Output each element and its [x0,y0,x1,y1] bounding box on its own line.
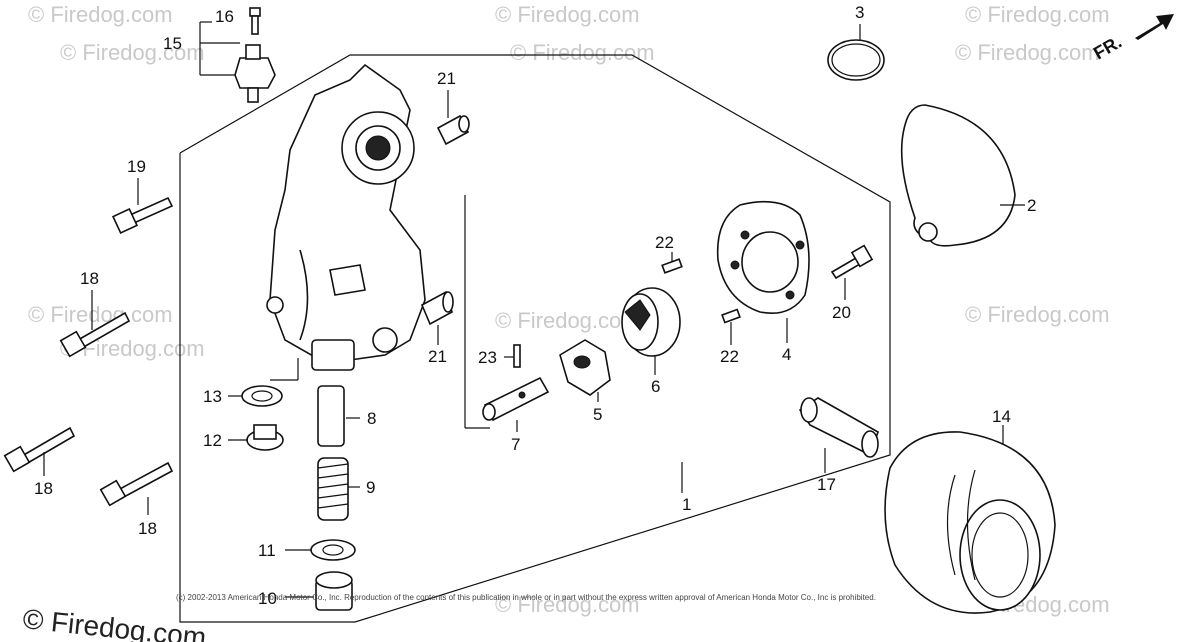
callout-17: 17 [817,475,836,494]
collar-21-top [436,114,470,146]
callout-15: 15 [163,34,182,53]
watermark: © Firedog.com [965,2,1110,27]
watermark-layer: © Firedog.com © Firedog.com © Firedog.co… [28,2,1110,617]
callout-18: 18 [80,269,99,288]
switch-screw [249,7,261,35]
dowel-pin-22 [721,308,741,324]
watermark: © Firedog.com [965,302,1110,327]
callout-2: 2 [1027,196,1036,215]
pump-cover-4 [716,200,810,314]
dowel-pin-22 [661,258,683,274]
callout-8: 8 [367,409,376,428]
callout-1: 1 [682,495,691,514]
callout-22: 22 [655,233,674,252]
callout-18: 18 [138,519,157,538]
washer-13 [241,385,283,407]
plug-10 [315,571,353,611]
callout-6: 6 [651,377,660,396]
watermark: © Firedog.com [28,302,173,327]
outer-rotor-6 [621,287,681,357]
copyright-notice: (c) 2002-2013 American Honda Motor Co., … [176,593,876,602]
bolt-18-c [99,461,174,507]
arrow-icon [1135,14,1174,40]
oil-filter-14 [884,431,1056,614]
callout-labels: 1 2 3 4 5 6 7 8 9 10 11 12 13 14 15 16 1… [34,3,1036,608]
watermark: © Firedog.com [28,2,173,27]
relief-valve-8 [317,385,345,447]
callout-21: 21 [437,69,456,88]
gasket-2 [900,104,1016,247]
bolt-19 [111,196,174,235]
callout-9: 9 [366,478,375,497]
callout-14: 14 [992,407,1011,426]
assembly-outline [179,54,891,623]
washer-11 [310,539,356,561]
callout-19: 19 [127,157,146,176]
bolt-18-a [59,311,131,358]
callout-10: 10 [258,589,277,608]
callout-7: 7 [511,435,520,454]
callout-16: 16 [215,7,234,26]
callout-22: 22 [720,347,739,366]
oil-pump-body [266,63,426,371]
callout-5: 5 [593,405,602,424]
callout-18: 18 [34,479,53,498]
pin-23 [513,344,521,368]
spring-9 [317,457,349,521]
watermark: © Firedog.com [495,2,640,27]
leader-lines [43,21,1025,598]
oil-pressure-switch [234,44,276,103]
collar-21-bottom [420,290,454,326]
callout-13: 13 [203,387,222,406]
callout-21: 21 [428,347,447,366]
plug-12 [246,424,284,451]
oil-filter-boss-17 [798,397,879,458]
callout-11: 11 [258,541,276,560]
watermark: © Firedog.com [510,40,655,65]
watermark: © Firedog.com [495,592,640,617]
inner-rotor-5 [559,339,611,396]
callout-4: 4 [782,345,791,364]
bolt-20 [830,244,874,280]
callout-20: 20 [832,303,851,322]
watermark: © Firedog.com [955,40,1100,65]
o-ring-3 [827,39,885,81]
pump-shaft-7 [482,376,550,422]
callout-12: 12 [203,431,222,450]
callout-23: 23 [478,348,497,367]
callout-3: 3 [855,3,864,22]
watermark: © Firedog.com [495,308,640,333]
bolt-18-b [3,426,76,473]
watermark: © Firedog.com [60,40,205,65]
